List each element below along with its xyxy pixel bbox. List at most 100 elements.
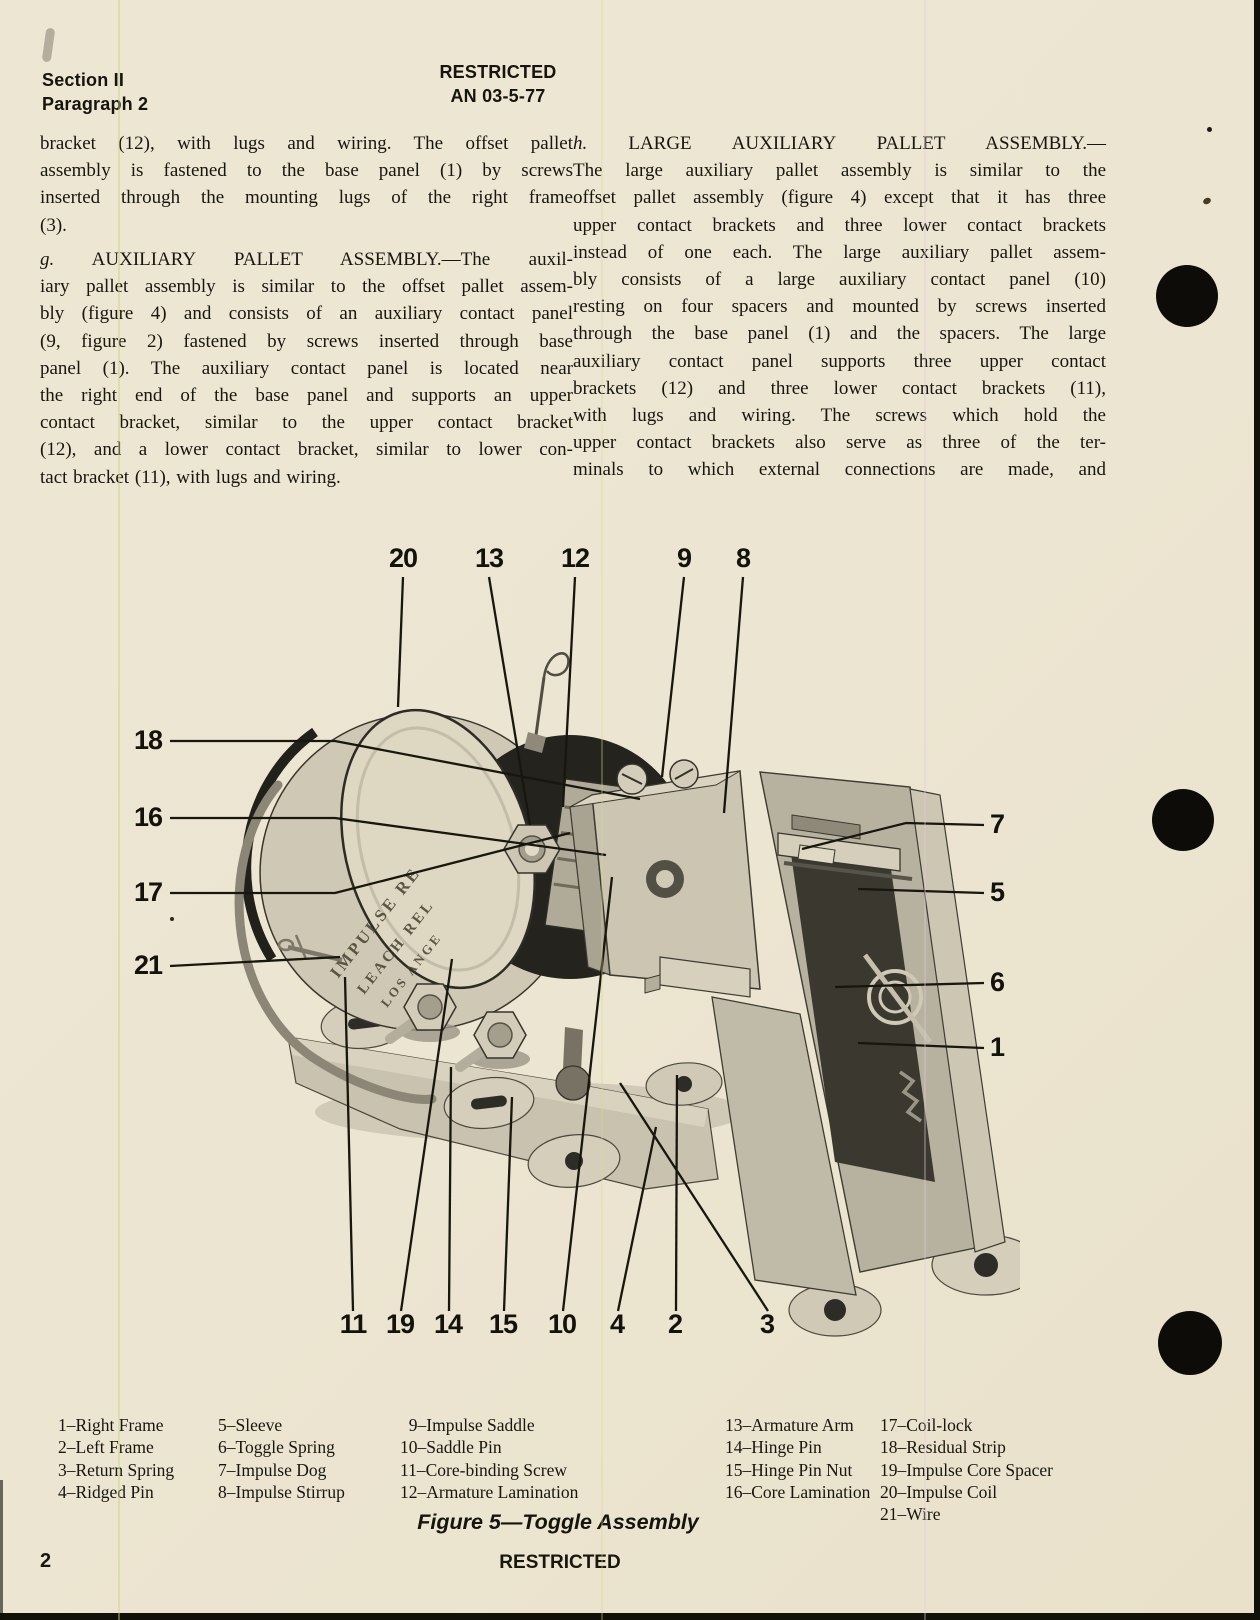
figure-callout-15: 15 — [489, 1309, 518, 1339]
paragraph-g-auxiliary-pallet-assembly: g. AUXILIARY PALLET ASSEMBLY.—The auxil-… — [40, 246, 573, 491]
figure-callout-19: 19 — [386, 1309, 415, 1339]
legend-item: 9–Impulse Saddle — [400, 1415, 535, 1435]
figure-callout-17: 17 — [134, 877, 162, 907]
callout-leader-9 — [660, 576, 686, 778]
punch-hole — [1158, 1311, 1222, 1375]
impulse-saddle-bracket — [569, 759, 761, 998]
figure-callout-20: 20 — [389, 543, 417, 573]
left-column-paragraph-continuation: bracket (12), with lugs and wiring. The … — [40, 130, 573, 239]
wire — [524, 652, 570, 753]
text-line: through the base panel (1) and the space… — [573, 323, 1106, 345]
figure-callout-14: 14 — [434, 1309, 463, 1339]
callout-leader-6 — [834, 981, 985, 989]
paragraph-label: Paragraph 2 — [42, 94, 149, 114]
text-line: g. AUXILIARY PALLET ASSEMBLY.—The auxil- — [40, 249, 573, 270]
text-line: bracket (12), with lugs and wiring. The … — [40, 133, 573, 154]
text-line: bly consists of a large auxiliary contac… — [573, 269, 1106, 291]
punch-hole — [1152, 789, 1214, 851]
callout-leader-18 — [170, 739, 641, 801]
legend-item: 6–Toggle Spring — [218, 1437, 335, 1458]
text-line: contact bracket, similar to the upper co… — [40, 412, 573, 434]
figure-callout-5: 5 — [990, 877, 1005, 907]
callout-leader-15 — [502, 1096, 514, 1312]
return-spring — [899, 1070, 922, 1123]
legend-item: 17–Coil-lock — [880, 1415, 973, 1435]
callout-leader-21 — [169, 955, 341, 968]
callout-leader-7 — [801, 821, 985, 851]
section-label: Section II — [42, 70, 125, 90]
footer-restricted-stamp: RESTRICTED — [499, 1552, 621, 1573]
toggle-assembly-illustration: IMPULSE RE LEACH REL LOS ANGE — [234, 652, 1041, 1337]
legend-item: 21–Wire — [880, 1504, 941, 1525]
figure-callout-11: 11 — [340, 1309, 368, 1339]
scan-speck — [1207, 127, 1212, 132]
text-line: h. LARGE AUXILIARY PALLET ASSEMBLY.— — [573, 133, 1106, 154]
text-line: assembly is fastened to the base panel (… — [40, 160, 573, 182]
coil-strap — [234, 780, 437, 1104]
text-line: resting on four spacers and mounted by s… — [573, 296, 1106, 318]
scan-speck — [170, 917, 174, 921]
legend-item: 5–Sleeve — [218, 1415, 283, 1435]
callout-leader-16 — [170, 816, 607, 857]
legend-item: 4–Ridged Pin — [58, 1481, 154, 1502]
callout-leader-1 — [857, 1041, 985, 1050]
paragraph-h-large-auxiliary-pallet-assembly: h. LARGE AUXILIARY PALLET ASSEMBLY.—The … — [573, 130, 1106, 484]
legend-item: 19–Impulse Core Spacer — [880, 1459, 1054, 1480]
legend-item: 11–Core-binding Screw — [400, 1459, 568, 1480]
figure-caption: Figure 5—Toggle Assembly — [417, 1510, 699, 1534]
figure-callout-2: 2 — [668, 1309, 682, 1339]
impulse-stirrup — [777, 814, 913, 881]
legend-item: 7–Impulse Dog — [218, 1459, 327, 1480]
text-line: upper contact brackets and three lower c… — [573, 214, 1106, 236]
callout-leader-2 — [674, 1074, 679, 1312]
callout-leader-8 — [722, 576, 745, 814]
text-line: (9, figure 2) fastened by screws inserte… — [40, 330, 573, 352]
scan-edge-bottom — [0, 1613, 1260, 1620]
text-line: tact bracket (11), with lugs and wiring. — [40, 466, 341, 488]
figure-callout-10: 10 — [548, 1309, 576, 1339]
text-line: bly (figure 4) and consists of an auxili… — [40, 303, 573, 325]
callout-leader-17 — [170, 831, 571, 895]
text-line: minals to which external connections are… — [573, 459, 1106, 481]
text-line: (3). — [40, 214, 67, 236]
callout-leader-5 — [857, 887, 985, 895]
text-line: inserted through the mounting lugs of th… — [40, 187, 573, 209]
figure-callout-13: 13 — [475, 543, 504, 573]
figure-callout-9: 9 — [677, 543, 692, 573]
text-line: upper contact brackets also serve as thr… — [573, 432, 1106, 454]
callout-leader-4 — [616, 1126, 658, 1312]
legend-item: 10–Saddle Pin — [400, 1437, 502, 1458]
legend-item: 14–Hinge Pin — [725, 1437, 822, 1458]
legend-item: 16–Core Lamination — [725, 1481, 871, 1502]
right-frame — [759, 771, 1006, 1273]
figure-callout-4: 4 — [610, 1309, 625, 1339]
text-line: instead of one each. The large auxiliary… — [573, 241, 1106, 263]
page-number: 2 — [40, 1550, 52, 1572]
text-line: auxiliary contact panel supports three u… — [573, 350, 1106, 372]
legend-item: 18–Residual Strip — [880, 1437, 1006, 1458]
scan-smudge — [41, 27, 56, 63]
legend-item: 13–Armature Arm — [725, 1415, 854, 1435]
figure-callout-1: 1 — [990, 1032, 1005, 1062]
text-line: panel (1). The auxiliary contact panel i… — [40, 357, 573, 379]
hex-nuts — [385, 824, 561, 1072]
callout-leader-19 — [399, 958, 454, 1312]
restricted-stamp: RESTRICTED — [439, 62, 557, 82]
scan-edge-left — [0, 1480, 3, 1620]
text-line: (12), and a lower contact bracket, simil… — [40, 439, 573, 461]
manual-number: AN 03-5-77 — [450, 86, 546, 106]
figure-callout-7: 7 — [990, 809, 1004, 839]
figure-callout-3: 3 — [760, 1309, 775, 1339]
figure-callout-12: 12 — [561, 543, 589, 573]
legend-item: 12–Armature Lamination — [400, 1481, 579, 1502]
figure-callout-18: 18 — [134, 725, 163, 755]
scan-speck — [1202, 196, 1212, 206]
text-line: iary pallet assembly is similar to the o… — [40, 276, 573, 298]
text-line: offset pallet assembly (figure 4) except… — [573, 187, 1106, 209]
callout-leader-12 — [561, 576, 577, 808]
callout-leader-10 — [561, 876, 614, 1312]
